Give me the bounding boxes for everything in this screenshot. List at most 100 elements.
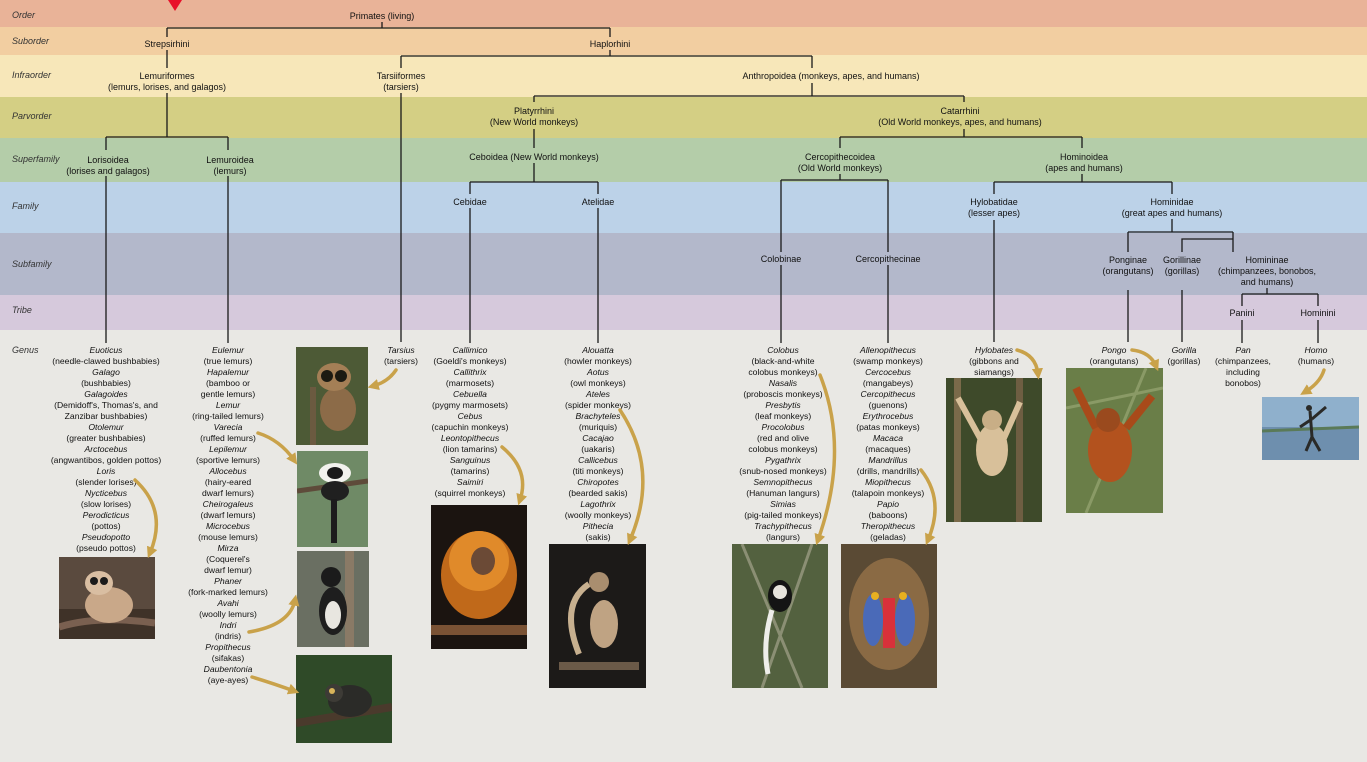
slow-loris-photo	[59, 557, 155, 639]
genus-name: Eulemur	[212, 345, 244, 355]
genus-name: Perodicticus	[82, 510, 130, 520]
genus-name: Avahi	[217, 598, 239, 608]
genus-common-name: (owl monkeys)	[570, 378, 626, 388]
node-anthropoidea: Anthropoidea (monkeys, apes, and humans)	[742, 71, 919, 82]
node-cercopithecoidea-name: Cercopithecoidea	[804, 152, 876, 162]
genus-name: Pseudopotto	[81, 532, 131, 542]
node-ponginae-common: (orangutans)	[1102, 266, 1154, 276]
genus-name: Erythrocebus	[862, 411, 914, 421]
genus-common-name: (pygmy marmosets)	[432, 400, 508, 410]
genus-common-name: (squirrel monkeys)	[434, 488, 506, 498]
genus-name: Leontopithecus	[440, 433, 500, 443]
genus-name: Callithrix	[453, 367, 487, 377]
node-lemuroidea-name: Lemuroidea	[206, 155, 254, 165]
genus-list-gorilline: Gorilla(gorillas)	[1168, 345, 1201, 367]
golden-lion-tamarin-photo	[431, 505, 527, 649]
node-ponginae-name: Ponginae	[1108, 255, 1148, 265]
genus-name: Trachypithecus	[754, 521, 812, 531]
genus-name: Callimico	[452, 345, 488, 355]
genus-name: Macaca	[872, 433, 904, 443]
genus-name: Nycticebus	[84, 488, 128, 498]
genus-list-cebid: Callimico(Goeldi's monkeys)Callithrix(ma…	[432, 345, 509, 499]
genus-name: Loris	[96, 466, 116, 476]
genus-common-name: (gorillas)	[1167, 356, 1201, 366]
rank-label-tribe: Tribe	[12, 305, 32, 315]
node-catarrhini-name: Catarrhini	[940, 106, 980, 116]
genus-common-name: (talapoin monkeys)	[851, 488, 925, 498]
node-primates-name: Primates (living)	[349, 11, 415, 21]
genus-name: Lagothrix	[580, 499, 616, 509]
genus-common-name: (Hanuman langurs)	[746, 488, 820, 498]
genus-name: Otolemur	[88, 422, 124, 432]
node-lorisoidea: Lorisoidea(lorises and galagos)	[66, 155, 150, 177]
genus-name: Hapalemur	[206, 367, 250, 377]
genus-name: Miopithecus	[865, 477, 911, 487]
genus-common-name: (angwantibos, golden pottos)	[50, 455, 162, 465]
genus-common-name: (mangabeys)	[862, 378, 914, 388]
node-hominidae-name: Hominidae	[1150, 197, 1194, 207]
node-atelidae-name: Atelidae	[581, 197, 615, 207]
node-platyrrhini: Platyrrhini(New World monkeys)	[490, 106, 578, 128]
node-haplorhini: Haplorhini	[590, 39, 631, 50]
genus-list-atelid: Alouatta(howler monkeys)Aotus(owl monkey…	[564, 345, 632, 543]
genus-name: Pygathrix	[765, 455, 801, 465]
genus-common-name: (tarsiers)	[384, 356, 418, 366]
orangutan-photo	[1066, 368, 1163, 513]
pointer-marker	[168, 0, 182, 11]
rank-label-suborder: Suborder	[12, 36, 50, 46]
genus-common-name: (macaques)	[865, 444, 911, 454]
colobus-monkey-photo	[732, 544, 828, 688]
genus-common-name: (uakaris)	[581, 444, 615, 454]
node-haplorhini-name: Haplorhini	[589, 39, 631, 49]
genus-name: Chiropotes	[577, 477, 619, 487]
genus-name: Microcebus	[206, 521, 250, 531]
genus-name: Cebuella	[453, 389, 487, 399]
rank-label-order: Order	[12, 10, 36, 20]
node-hylobatidae: Hylobatidae(lesser apes)	[968, 197, 1020, 219]
node-homininae-common-2: and humans)	[1240, 277, 1294, 287]
genus-name: Pan	[1235, 345, 1251, 355]
genus-common-name: (marmosets)	[445, 378, 495, 388]
genus-name: Ateles	[586, 389, 610, 399]
node-hominini: Hominini	[1300, 308, 1335, 319]
aye-aye-photo	[296, 655, 392, 743]
node-ponginae: Ponginae(orangutans)	[1102, 255, 1153, 277]
spider-monkey-photo	[549, 544, 646, 688]
node-panini: Panini	[1229, 308, 1254, 319]
genus-name: Tarsius	[387, 345, 415, 355]
genus-name: Euoticus	[89, 345, 123, 355]
genus-name: Simias	[770, 499, 796, 509]
genus-common-name: (dwarf lemurs)	[200, 510, 256, 520]
genus-name: Cercocebus	[865, 367, 911, 377]
genus-common-name: (lion tamarins)	[442, 444, 498, 454]
node-cercopithecinae: Cercopithecinae	[855, 254, 920, 265]
node-hylobatidae-common: (lesser apes)	[967, 208, 1021, 218]
genus-name: Semnopithecus	[753, 477, 813, 487]
node-hominidae: Hominidae(great apes and humans)	[1122, 197, 1223, 219]
node-cebidae: Cebidae	[453, 197, 487, 208]
band-order	[0, 0, 1367, 27]
node-tarsiiformes-common: (tarsiers)	[383, 82, 419, 92]
genus-common-name: (orangutans)	[1089, 356, 1139, 366]
genus-name: Allenopithecus	[860, 345, 916, 355]
genus-name: Galagoides	[84, 389, 128, 399]
human-photo	[1262, 397, 1359, 460]
node-cercopithecoidea-common: (Old World monkeys)	[797, 163, 883, 173]
genus-common-name: (sportive lemurs)	[196, 455, 260, 465]
band-parvorder	[0, 97, 1367, 138]
node-catarrhini: Catarrhini(Old World monkeys, apes, and …	[878, 106, 1041, 128]
genus-name: Cebus	[457, 411, 483, 421]
genus-common-name: (woolly lemurs)	[199, 609, 257, 619]
node-lemuriformes-name: Lemuriformes	[139, 71, 195, 81]
genus-name: Propithecus	[205, 642, 251, 652]
node-hominoidea-common: (apes and humans)	[1045, 163, 1123, 173]
